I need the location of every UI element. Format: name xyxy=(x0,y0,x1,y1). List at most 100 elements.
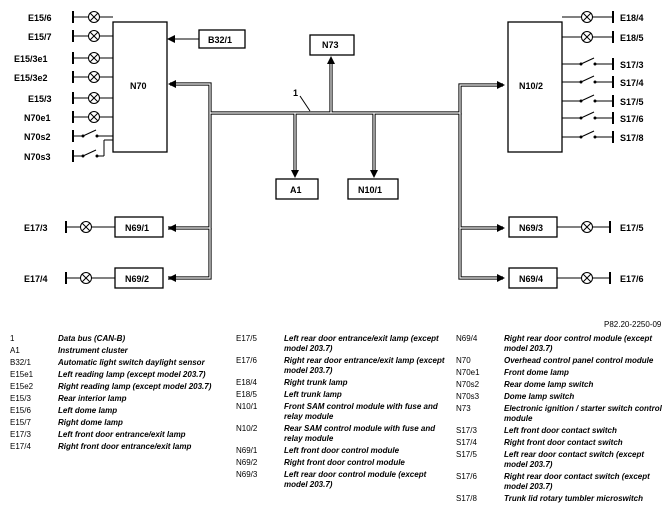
legend-code: N70s2 xyxy=(456,380,480,389)
n70s2-label: N70s2 xyxy=(24,132,51,142)
e15-7-lamp-icon xyxy=(88,30,100,42)
n69-4-label: N69/4 xyxy=(519,274,543,284)
e18-4-lamp-icon xyxy=(581,11,593,23)
legend-item: E17/4 Right front door entrance/exit lamp xyxy=(10,442,222,452)
e17-5-lamp-icon xyxy=(581,221,593,233)
legend-code: N70s3 xyxy=(456,392,480,401)
n70-label: N70 xyxy=(130,81,147,91)
legend-description: Instrument cluster xyxy=(58,346,128,355)
e18-5-lamp-icon xyxy=(581,31,593,43)
figure-reference: P82.20-2250-09 xyxy=(604,320,662,329)
legend-code: E15e1 xyxy=(10,370,34,379)
legend-description: Left rear door entrance/exit lamp (excep… xyxy=(284,334,439,353)
can-bus: 1 xyxy=(168,56,505,282)
legend-description: Left rear door control module (except mo… xyxy=(284,470,427,489)
legend-description: Trunk lid rotary tumbler microswitch xyxy=(504,494,643,503)
bus-label: 1 xyxy=(293,88,298,98)
legend-description: Left trunk lamp xyxy=(284,390,342,399)
e17-5-label: E17/5 xyxy=(620,223,644,233)
legend-description: Right rear door control module (except m… xyxy=(504,334,653,353)
legend-item: N70s2 Rear dome lamp switch xyxy=(456,380,662,390)
e15-3-lamp-icon xyxy=(88,92,100,104)
door-lamps: E17/3 E17/4 E17/5 E17/6 xyxy=(24,221,644,284)
e18-5-label: E18/5 xyxy=(620,33,644,43)
n10-2-module: N10/2 xyxy=(507,21,563,153)
legend-description: Right front door contact switch xyxy=(504,438,623,447)
legend-code: N69/1 xyxy=(236,446,258,455)
legend-code: E18/4 xyxy=(236,378,257,387)
legend-code: E15/3 xyxy=(10,394,31,403)
e17-4-label: E17/4 xyxy=(24,274,48,284)
e15-3-label: E15/3 xyxy=(28,94,52,104)
legend-description: Electronic ignition / starter switch con… xyxy=(504,404,662,423)
s17-8-label: S17/8 xyxy=(620,133,644,143)
s17-6-switch-icon xyxy=(580,111,595,119)
b32-1-sensor: B32/1 xyxy=(198,29,246,49)
e15-7-label: E15/7 xyxy=(28,32,52,42)
e15-3e2-label: E15/3e2 xyxy=(14,73,48,83)
n69-2-label: N69/2 xyxy=(125,274,149,284)
n69-1-module: N69/1 xyxy=(114,216,164,238)
legend-description: Left front door contact switch xyxy=(504,426,617,435)
legend-description: Right front door entrance/exit lamp xyxy=(58,442,192,451)
legend-description: Right rear door contact switch (except m… xyxy=(504,472,650,491)
legend-code: S17/6 xyxy=(456,472,477,481)
legend-item: A1 Instrument cluster xyxy=(10,346,222,356)
legend-item: N69/1 Left front door control module xyxy=(236,446,448,456)
legend-code: E15e2 xyxy=(10,382,34,391)
n10-1-module: N10/1 xyxy=(347,178,399,200)
legend-code: E17/6 xyxy=(236,356,257,365)
legend-code: E17/4 xyxy=(10,442,31,451)
legend-item: S17/3 Left front door contact switch xyxy=(456,426,662,436)
n69-4-module: N69/4 xyxy=(508,267,558,289)
legend-code: S17/3 xyxy=(456,426,477,435)
legend-code: S17/4 xyxy=(456,438,477,447)
legend-description: Left front door control module xyxy=(284,446,400,455)
legend-description: Right dome lamp xyxy=(58,418,123,427)
n10-1-label: N10/1 xyxy=(358,185,382,195)
n70-module: N70 xyxy=(112,21,168,153)
legend-code: A1 xyxy=(10,346,20,355)
n69-1-label: N69/1 xyxy=(125,223,149,233)
legend-code: B32/1 xyxy=(10,358,31,367)
e15-3e2-lamp-icon xyxy=(88,71,100,83)
legend-item: S17/6 Right rear door contact switch (exc… xyxy=(456,472,662,492)
n70s2-switch-icon xyxy=(82,129,97,137)
legend-description: Automatic light switch daylight sensor xyxy=(58,358,205,367)
legend-code: S17/8 xyxy=(456,494,477,503)
s17-3-label: S17/3 xyxy=(620,60,644,70)
e15-3e1-label: E15/3e1 xyxy=(14,54,48,64)
s17-8-switch-icon xyxy=(580,130,595,138)
s17-5-label: S17/5 xyxy=(620,97,644,107)
legend-description: Rear SAM control module with fuse and re… xyxy=(284,424,436,443)
legend-code: N69/3 xyxy=(236,470,258,479)
n73-module: N73 xyxy=(309,34,355,56)
legend-description: Left dome lamp xyxy=(58,406,118,415)
legend-description: Rear dome lamp switch xyxy=(504,380,594,389)
right-components: E18/4 E18/5 S17/3 S17/4 S17/5 S17/6 xyxy=(562,11,644,143)
legend-code: N70 xyxy=(456,356,471,365)
e17-3-label: E17/3 xyxy=(24,223,48,233)
s17-3-switch-icon xyxy=(580,57,595,65)
legend-item: B32/1 Automatic light switch daylight sen… xyxy=(10,358,222,368)
a1-module: A1 xyxy=(275,178,319,200)
legend-code: 1 xyxy=(10,334,15,343)
n10-2-label: N10/2 xyxy=(519,81,543,91)
left-components: E15/6 E15/7 E15/3e1 E15/3e2 E15/3 N70e1 … xyxy=(14,11,113,162)
legend-code: E15/6 xyxy=(10,406,31,415)
legend-code: N70e1 xyxy=(456,368,480,377)
n69-3-label: N69/3 xyxy=(519,223,543,233)
n70s3-label: N70s3 xyxy=(24,152,51,162)
